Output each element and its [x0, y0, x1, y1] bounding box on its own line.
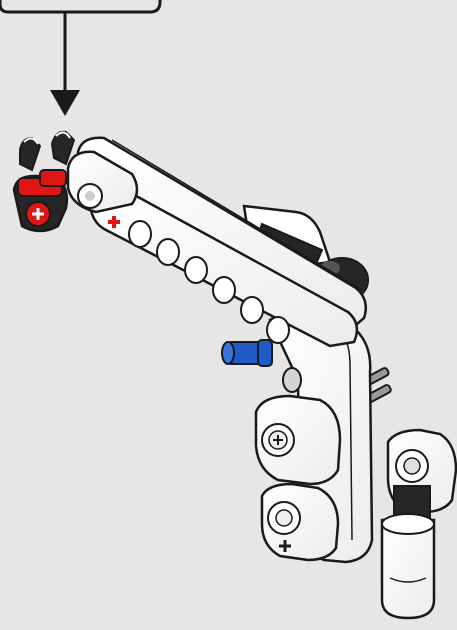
red-cross-axle-pegs: [14, 170, 67, 231]
black-connector-pegs: [20, 132, 74, 170]
white-wheel-bushing: [382, 514, 434, 618]
blue-connector-peg: [222, 340, 272, 366]
insert-arrow: [50, 12, 80, 116]
lower-cross-blocks: [256, 396, 340, 560]
vertical-cross-block: [388, 430, 456, 526]
callout-box: [0, 0, 160, 12]
